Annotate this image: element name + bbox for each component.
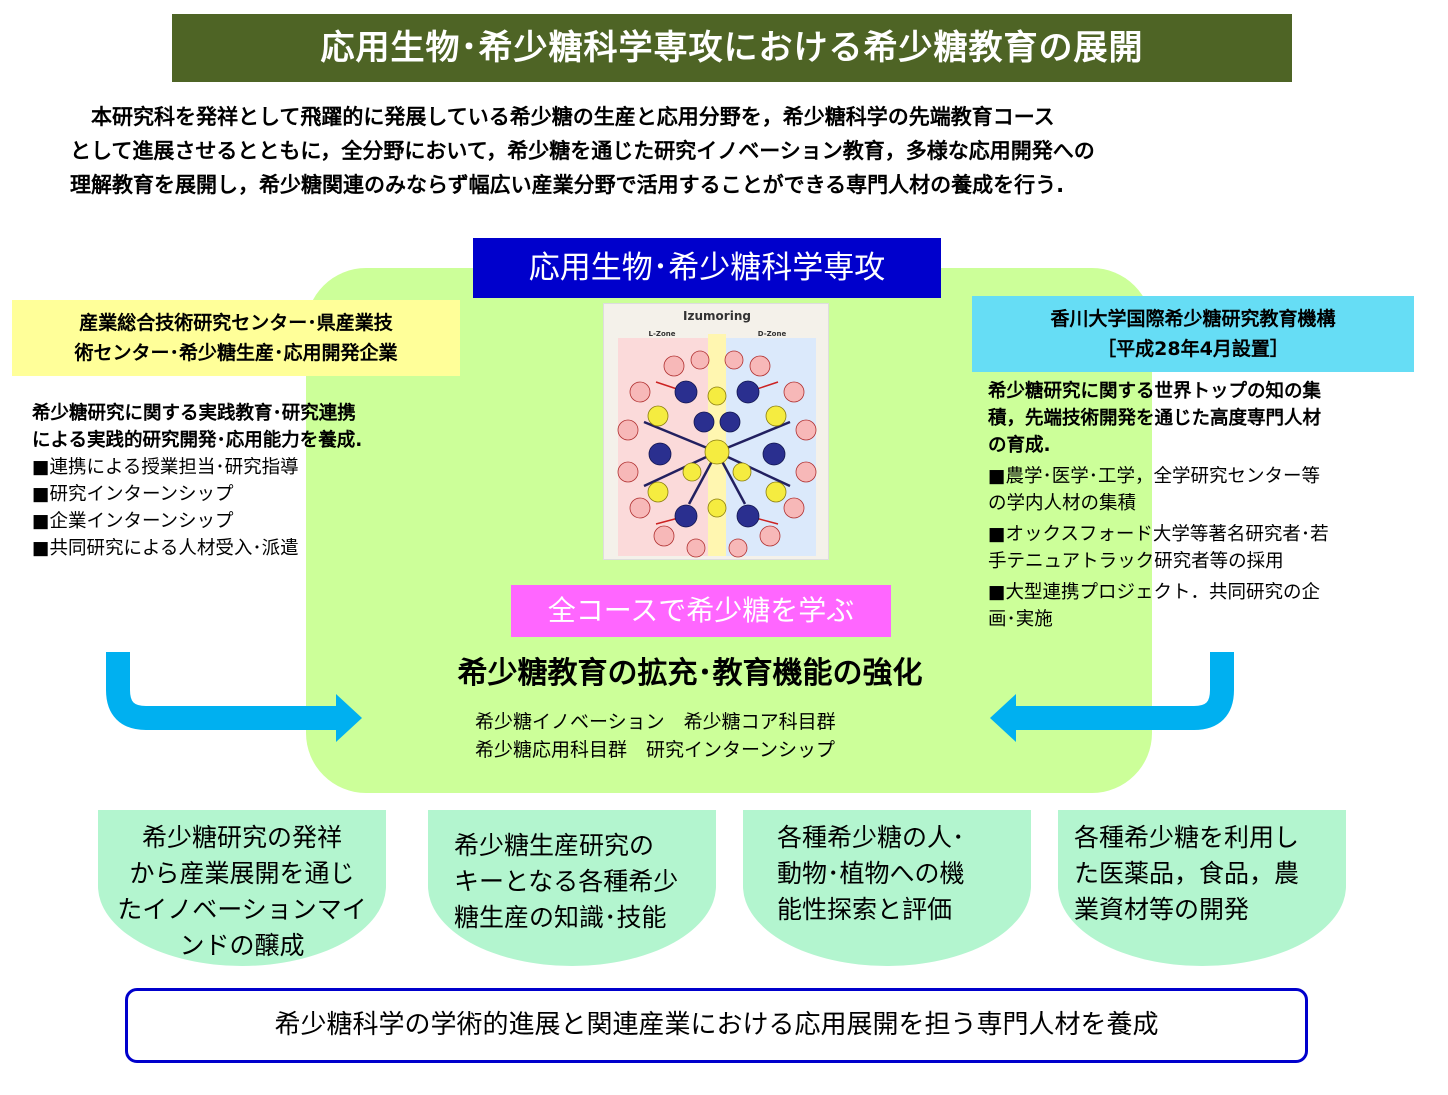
- right-summary-line: 希少糖研究に関する世界トップの知の集: [988, 381, 1322, 402]
- right-item-line: の学内人材の集積: [988, 493, 1137, 514]
- right-partner-box: 香川大学国際希少糖研究教育機構 ［平成28年4月設置］: [972, 296, 1414, 372]
- outcome-line: 業資材等の開発: [1074, 895, 1250, 924]
- left-description: 希少糖研究に関する実践教育･研究連携 による実践的研究開発･応用能力を養成. ■…: [32, 400, 452, 562]
- right-item: ■農学･医学･工学，全学研究センター等 の学内人材の集積: [988, 463, 1403, 517]
- left-summary-line: による実践的研究開発･応用能力を養成.: [32, 430, 363, 451]
- left-partner-box: 産業総合技術研究センター･県産業技 術センター･希少糖生産･応用開発企業: [12, 300, 460, 376]
- intro-line: 理解教育を展開し，希少糖関連のみならず幅広い産業分野で活用することができる専門人…: [70, 173, 1065, 197]
- outcome-card-production: 希少糖生産研究の キーとなる各種希少 糖生産の知識･技能: [428, 810, 716, 966]
- outcome-card-innovation: 希少糖研究の発祥 から産業展開を通じ たイノベーションマイ ンドの醸成: [98, 810, 386, 966]
- intro-line: として進展させるとともに，全分野において，希少糖を通じた研究イノベーション教育，…: [70, 139, 1095, 163]
- all-course-label: 全コースで希少糖を学ぶ: [511, 585, 891, 637]
- outcome-line: たイノベーションマイ: [117, 895, 367, 924]
- l-zone-label: L-Zone: [649, 330, 676, 338]
- right-item-line: 手テニュアトラック研究者等の採用: [988, 551, 1284, 572]
- subject-groups: 希少糖イノベーション 希少糖コア科目群 希少糖応用科目群 研究インターンシップ: [475, 708, 995, 764]
- right-arrow-head: [990, 694, 1016, 742]
- right-item: ■大型連携プロジェクト．共同研究の企 画･実施: [988, 579, 1403, 633]
- izumoring-diagram: Izumoring L-Zone D-Zone: [603, 303, 829, 560]
- conclusion-box: 希少糖科学の学術的進展と関連産業における応用展開を担う専門人材を養成: [125, 988, 1308, 1063]
- left-item: ■企業インターンシップ: [32, 511, 234, 532]
- right-item-line: 画･実施: [988, 609, 1053, 630]
- d-zone-label: D-Zone: [758, 330, 787, 338]
- izumoring-title: Izumoring: [683, 309, 751, 323]
- left-summary-line: 希少糖研究に関する実践教育･研究連携: [32, 403, 356, 424]
- left-org-line: 術センター･希少糖生産･応用開発企業: [74, 342, 398, 364]
- subject-line: 希少糖応用科目群 研究インターンシップ: [475, 739, 836, 761]
- right-item-line: ■大型連携プロジェクト．共同研究の企: [988, 582, 1320, 603]
- outcome-line: 各種希少糖を利用し: [1074, 823, 1300, 852]
- right-item-line: ■オックスフォード大学等著名研究者･若: [988, 524, 1329, 545]
- left-arrow-head: [336, 694, 362, 742]
- right-summary-line: の育成.: [988, 435, 1051, 456]
- right-org-line: ［平成28年4月設置］: [1097, 338, 1289, 360]
- right-summary-line: 積，先端技術開発を通じた高度専門人材: [988, 408, 1322, 429]
- outcome-card-development: 各種希少糖を利用し た医薬品，食品，農 業資材等の開発: [1058, 810, 1346, 966]
- left-org-line: 産業総合技術研究センター･県産業技: [79, 312, 393, 334]
- right-item-line: ■農学･医学･工学，全学研究センター等: [988, 466, 1320, 487]
- outcome-line: キーとなる各種希少: [454, 867, 679, 896]
- outcome-line: 希少糖研究の発祥: [141, 823, 342, 852]
- outcome-line: 動物･植物への機: [777, 859, 965, 888]
- outcome-line: 糖生産の知識･技能: [454, 903, 667, 932]
- conclusion-text: 希少糖科学の学術的進展と関連産業における応用展開を担う専門人材を養成: [274, 1010, 1159, 1040]
- outcome-line: 能性探索と評価: [777, 895, 953, 924]
- page-title: 応用生物･希少糖科学専攻における希少糖教育の展開: [172, 14, 1292, 82]
- left-flow-arrow: [106, 652, 338, 730]
- left-item: ■連携による授業担当･研究指導: [32, 457, 299, 478]
- expansion-title: 希少糖教育の拡充･教育機能の強化: [457, 656, 923, 691]
- left-item: ■研究インターンシップ: [32, 484, 234, 505]
- outcome-line: た医薬品，食品，農: [1074, 859, 1300, 888]
- right-org-line: 香川大学国際希少糖研究教育機構: [1050, 308, 1336, 330]
- subject-line: 希少糖イノベーション 希少糖コア科目群: [475, 711, 836, 733]
- outcome-line: 希少糖生産研究の: [454, 831, 655, 860]
- right-flow-arrow: [1014, 652, 1234, 730]
- major-label: 応用生物･希少糖科学専攻: [473, 238, 941, 298]
- right-item: ■オックスフォード大学等著名研究者･若 手テニュアトラック研究者等の採用: [988, 521, 1403, 575]
- right-description: 希少糖研究に関する世界トップの知の集 積，先端技術開発を通じた高度専門人材 の育…: [988, 378, 1403, 633]
- outcome-line: 各種希少糖の人･: [777, 823, 965, 852]
- outcome-line: から産業展開を通じ: [129, 859, 355, 888]
- intro-line: 本研究科を発祥として飛躍的に発展している希少糖の生産と応用分野を，希少糖科学の先…: [70, 105, 1055, 129]
- left-item: ■共同研究による人材受入･派遣: [32, 538, 299, 559]
- outcome-line: ンドの醸成: [179, 931, 305, 960]
- intro-text: 本研究科を発祥として飛躍的に発展している希少糖の生産と応用分野を，希少糖科学の先…: [70, 100, 1410, 202]
- outcome-card-function: 各種希少糖の人･ 動物･植物への機 能性探索と評価: [743, 810, 1031, 966]
